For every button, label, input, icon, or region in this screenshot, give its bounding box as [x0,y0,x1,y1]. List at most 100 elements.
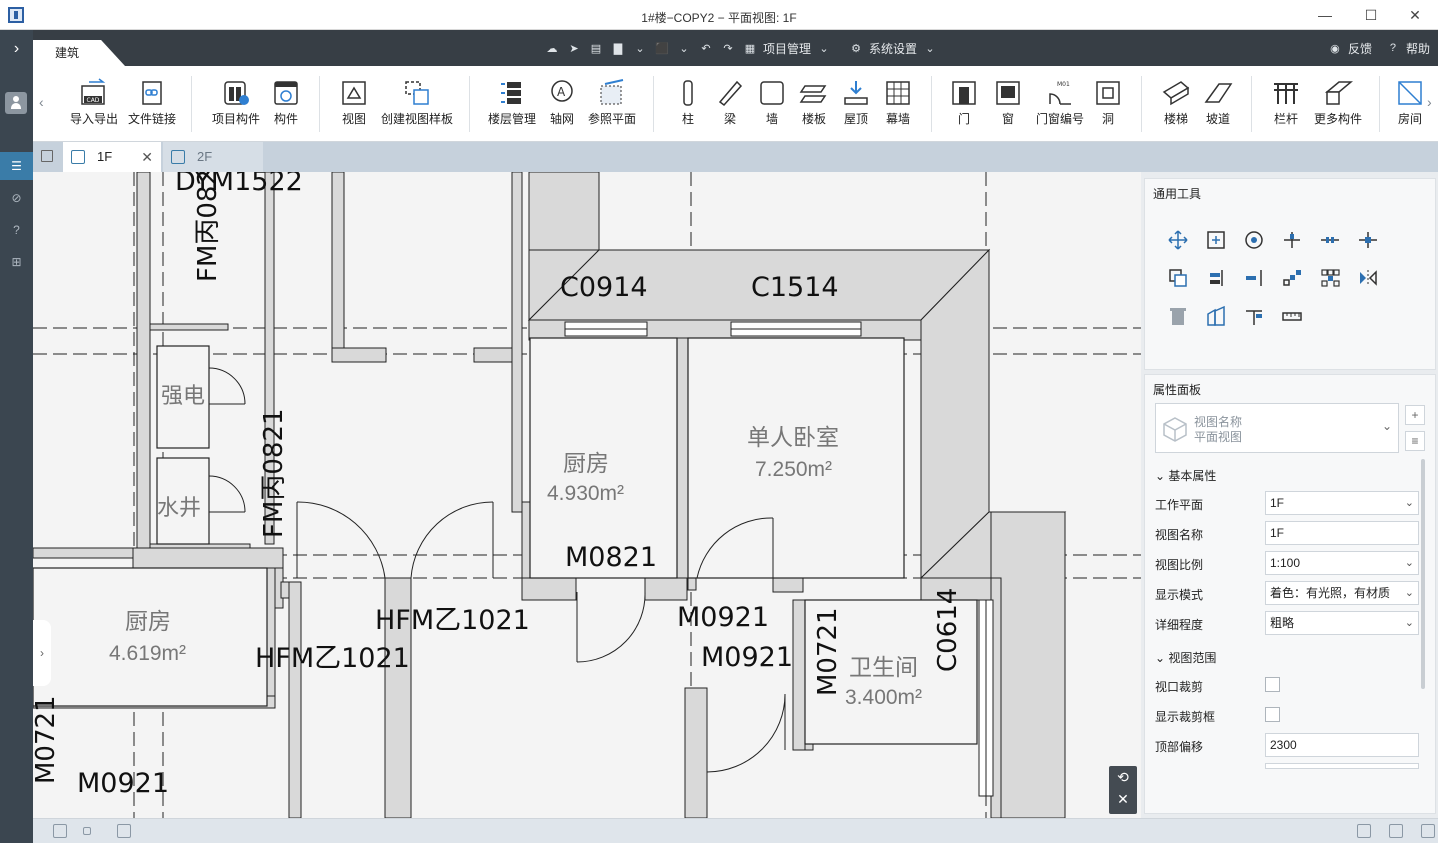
save-icon[interactable]: ⬛ [655,42,669,55]
chevron-down-icon[interactable]: ⌄ [819,42,829,55]
system-settings-menu[interactable]: 系统设置 [869,41,918,56]
user-avatar-icon[interactable] [5,92,27,114]
add-type-button[interactable]: + [1405,405,1425,425]
wall-button[interactable]: 墙 [755,66,789,142]
opening-button[interactable]: 洞 [1091,66,1125,142]
rail-help-icon[interactable]: ? [13,223,20,237]
floor-management-button[interactable]: 楼层管理 [485,66,539,142]
tab-2f[interactable]: 2F [163,142,263,172]
project-management-menu[interactable]: 项目管理 [763,41,812,56]
close-button[interactable]: ✕ [1409,7,1421,23]
level-adjust-icon[interactable] [1243,305,1265,327]
undo-icon[interactable]: ↶ [701,42,711,55]
stair-button[interactable]: 楼梯 [1159,66,1193,142]
curtain-wall-button[interactable]: 幕墙 [881,66,915,142]
close-icon[interactable]: ✕ [141,149,153,165]
chevron-down-icon[interactable]: ⌄ [925,42,935,55]
help-button[interactable]: 帮助 [1405,41,1430,56]
delete-icon[interactable] [1167,305,1189,327]
view-scale-select[interactable]: 1:100⌄ [1265,551,1419,575]
close-icon[interactable]: ✕ [1117,791,1129,807]
ramp-button[interactable]: 坡道 [1201,66,1235,142]
ribbon-label: 梁 [723,112,736,126]
folder-icon[interactable]: ▇ [613,42,623,55]
file-link-button[interactable]: 文件链接 [127,66,177,142]
drawing-canvas[interactable]: DYM1522 C0914 C1514 FM丙0821 FM丙0821 HFM乙… [33,172,1141,818]
move-icon[interactable] [1167,229,1189,251]
properties-scrollbar[interactable] [1421,459,1425,689]
door-window-number-button[interactable]: M01 门窗编号 [1033,66,1087,142]
detail-level-select[interactable]: 粗略⌄ [1265,611,1419,635]
canvas-expand-icon[interactable]: › [33,620,51,686]
maximize-button[interactable]: ☐ [1364,7,1378,23]
screen-icon[interactable] [1357,824,1371,838]
split-view-icon[interactable] [117,824,131,838]
cloud-icon[interactable]: ☁ [546,42,558,55]
rotate-icon[interactable] [1243,229,1265,251]
create-view-template-button[interactable]: 创建视图样板 [377,66,457,142]
window-button[interactable]: 窗 [991,66,1025,142]
show-crop-box-checkbox[interactable] [1265,707,1280,722]
rail-grid-icon[interactable]: ⊞ [11,255,22,269]
rotate-icon[interactable]: ⟲ [1117,769,1129,785]
redo-icon[interactable]: ↷ [723,42,733,55]
tab-list-icon[interactable] [41,150,53,162]
trim-icon[interactable] [1281,229,1303,251]
single-view-icon[interactable] [83,827,91,835]
rail-compass-icon[interactable]: ⊘ [11,191,22,205]
work-plane-select[interactable]: 1F⌄ [1265,491,1419,515]
cube-view-icon[interactable] [1389,824,1403,838]
settings-icon[interactable] [1421,824,1435,838]
type-list-button[interactable]: ≡ [1405,431,1425,451]
ribbon-scroll-right-icon[interactable]: › [1427,94,1432,110]
doc-icon[interactable]: ▤ [590,42,602,55]
partial-input[interactable] [1265,763,1419,769]
chevron-down-icon[interactable]: ⌄ [679,42,689,55]
top-offset-input[interactable]: 2300 [1265,733,1419,757]
grid-array-icon[interactable] [1319,267,1341,289]
room-button[interactable]: 房间 [1393,66,1427,142]
viewport-crop-checkbox[interactable] [1265,677,1280,692]
send-icon[interactable]: ➤ [569,42,579,55]
split-icon[interactable] [1319,229,1341,251]
import-export-button[interactable]: CAD 导入导出 [69,66,119,142]
group-basic-properties[interactable]: ⌄ 基本属性 [1155,467,1216,484]
beam-button[interactable]: 梁 [713,66,747,142]
measure-icon[interactable] [1281,305,1303,327]
group-view-range[interactable]: ⌄ 视图范围 [1155,649,1216,666]
chevron-down-icon[interactable]: ⌄ [635,42,645,55]
mirror-icon[interactable] [1357,267,1379,289]
column-button[interactable]: 柱 [671,66,705,142]
door-button[interactable]: 门 [947,66,981,142]
wall-icon [760,81,784,105]
tab-architecture[interactable]: 建筑 [33,40,125,66]
array-icon[interactable] [1281,267,1303,289]
display-mode-select[interactable]: 着色：有光照，有材质⌄ [1265,581,1419,605]
tab-1f[interactable]: 1F ✕ [63,142,161,172]
copy-icon[interactable] [1205,229,1227,251]
grid-button[interactable]: A 轴网 [545,66,579,142]
minimize-button[interactable]: — [1318,7,1332,23]
batch-edit-icon[interactable] [1205,305,1227,327]
tile-view-icon[interactable] [53,824,67,838]
project-component-button[interactable]: 项目构件 [209,66,263,142]
floor-plan[interactable] [33,172,1141,818]
rail-list-icon[interactable]: ☰ [0,152,33,180]
view-button[interactable]: 视图 [337,66,371,142]
rail-expand-icon[interactable]: › [13,40,20,57]
railing-button[interactable]: 栏杆 [1269,66,1303,142]
feedback-button[interactable]: 反馈 [1347,41,1372,56]
duplicate-icon[interactable] [1167,267,1189,289]
align-icon[interactable] [1357,229,1379,251]
door-tag-icon: M01 [1049,81,1071,105]
component-button[interactable]: 构件 [269,66,303,142]
view-type-selector[interactable]: 视图名称 平面视图 ⌄ [1155,403,1399,453]
roof-button[interactable]: 屋顶 [839,66,873,142]
reference-plane-button[interactable]: 参照平面 [585,66,639,142]
more-components-button[interactable]: 更多构件 [1311,66,1365,142]
offset-icon[interactable] [1205,267,1227,289]
ribbon-scroll-left-icon[interactable]: ‹ [39,94,44,110]
extend-icon[interactable] [1243,267,1265,289]
view-name-input[interactable]: 1F [1265,521,1419,545]
slab-button[interactable]: 楼板 [797,66,831,142]
